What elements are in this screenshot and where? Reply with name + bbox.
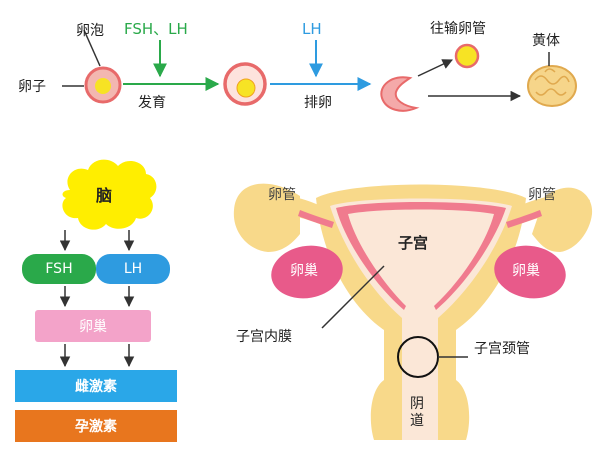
uterus-label: 子宫 [398,234,429,252]
corpus-luteum-label: 黄体 [532,33,560,49]
ovary-right-label: 卵巢 [512,263,540,279]
follicle-pointer-line [83,29,101,67]
uterus-illustration [233,183,593,440]
lh-box-label: LH [123,261,143,277]
cervical-canal-label: 子宫颈管 [474,341,530,357]
estrogen-box-label: 雌激素 [75,379,117,395]
corpus-luteum-icon [527,65,577,107]
progesterone-box-label: 孕激素 [75,419,117,435]
estrogen-box: 雌激素 [15,370,177,402]
endometrium-label: 子宫内膜 [236,329,292,345]
released-egg-icon [454,43,480,69]
ovary-box-label: 卵巢 [79,319,107,335]
to-tube-arrow [417,59,453,77]
tube-left-label: 卵管 [268,187,296,203]
progesterone-box: 孕激素 [15,410,177,442]
development-label: 发育 [138,95,166,111]
vagina-label: 阴道 [410,396,424,429]
ovary-box: 卵巢 [35,310,151,342]
ovary-left-label: 卵巢 [290,263,318,279]
tube-right-label: 卵管 [528,187,556,203]
brain-cloud-icon [62,159,157,230]
fallopian-tube-label: 往输卵管 [430,21,486,37]
lh-top-label: LH [302,20,322,38]
lh-box: LH [96,254,170,284]
mature-egg-icon [236,78,256,98]
egg-label: 卵子 [18,79,46,95]
brain-label: 脑 [96,186,113,205]
fsh-box-label: FSH [45,261,73,277]
follicle-label: 卵泡 [76,23,104,39]
ruptured-follicle-icon [380,76,420,112]
fsh-box: FSH [22,254,96,284]
egg-icon [95,78,111,94]
fsh-lh-label: FSH、LH [124,20,188,38]
ovulation-label: 排卵 [304,95,332,111]
endometrium-pointer [321,265,385,329]
